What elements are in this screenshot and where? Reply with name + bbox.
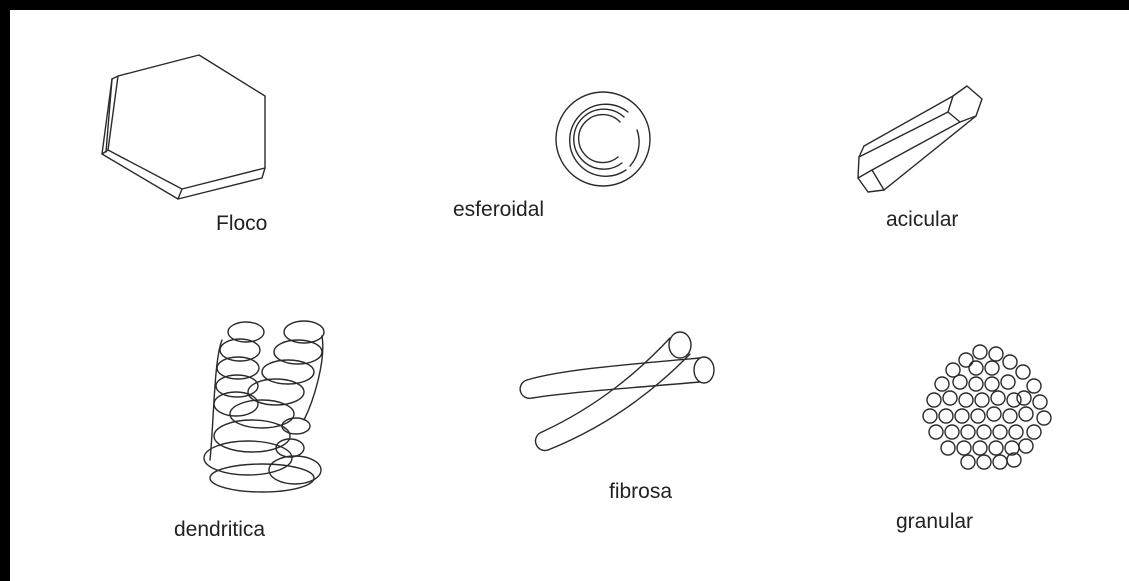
label-granular: granular	[896, 510, 973, 534]
